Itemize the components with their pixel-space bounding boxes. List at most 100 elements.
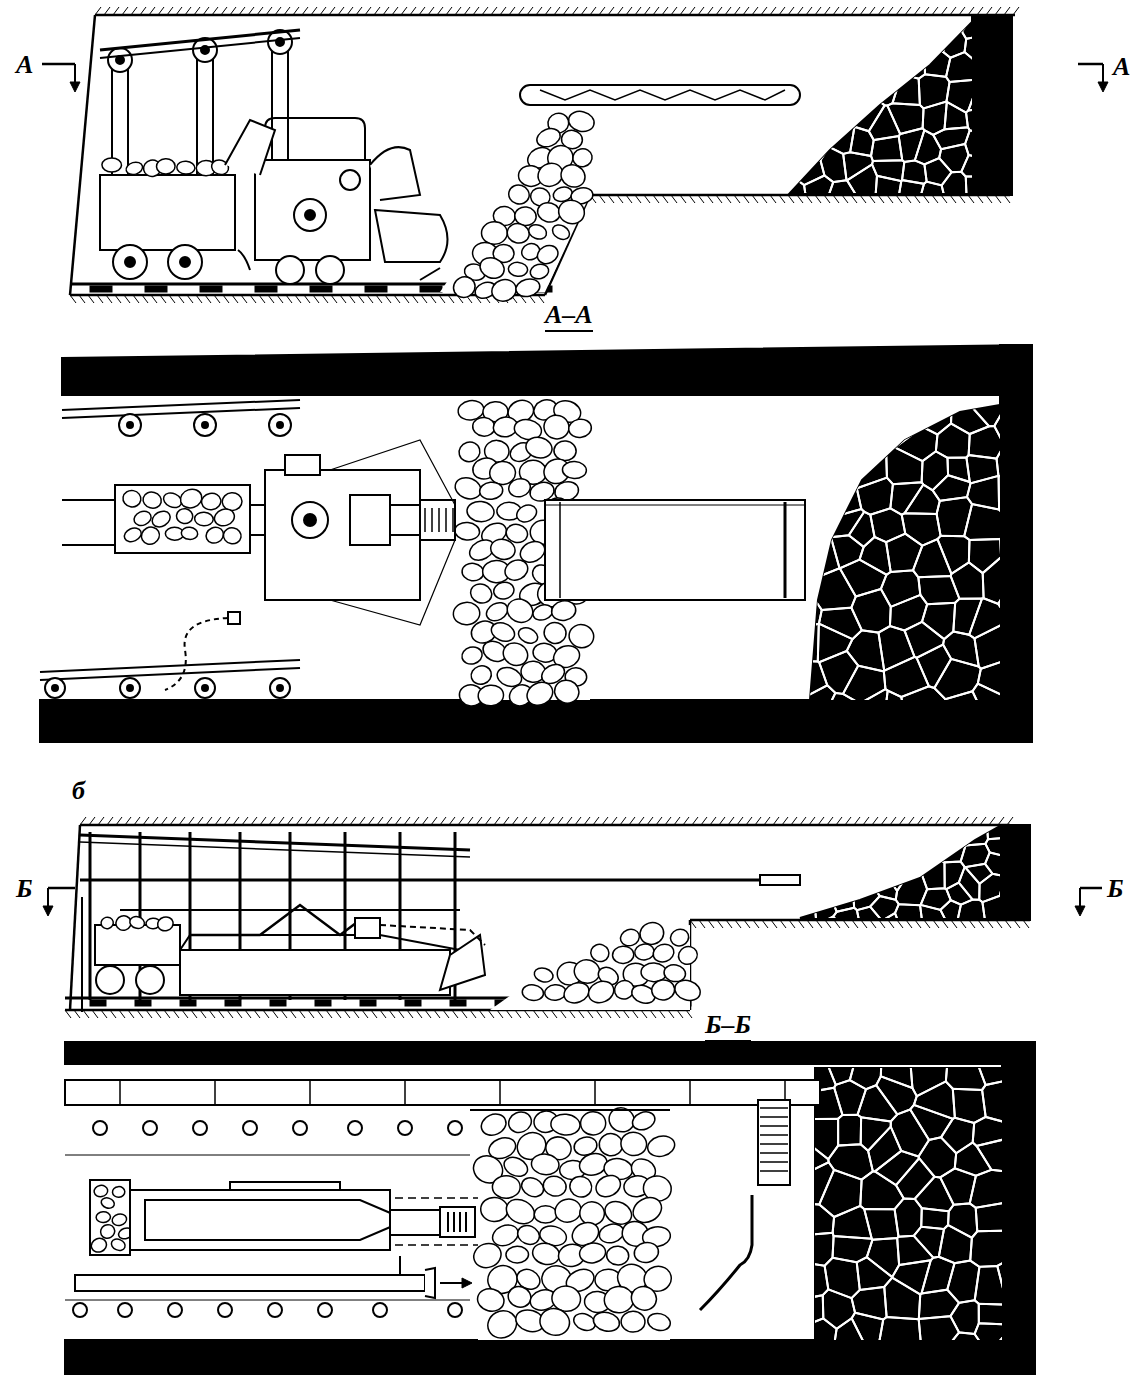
section-title: А–А — [545, 302, 593, 332]
rock-hatch — [1014, 920, 1020, 928]
lining — [65, 1080, 820, 1105]
rock-lump — [156, 915, 175, 932]
conveyor-plan — [559, 502, 561, 598]
rock-hatch — [644, 195, 650, 203]
rock-hatch — [98, 817, 104, 825]
rock-hatch — [746, 817, 752, 825]
rock-hatch — [376, 295, 382, 303]
rock-hatch — [942, 920, 948, 928]
rock-hatch — [728, 817, 734, 825]
rock-crack — [919, 1290, 959, 1319]
rock-crack — [833, 1206, 872, 1239]
rock-crack — [919, 1341, 932, 1345]
rock-hatch — [239, 7, 245, 15]
rock-crack — [884, 1278, 920, 1320]
rock-crack — [941, 1118, 974, 1154]
rock-hatch — [164, 1010, 170, 1018]
rock-crack — [874, 1342, 885, 1345]
rock-hatch — [978, 920, 984, 928]
wheel-symbol — [127, 685, 133, 691]
rock-crack — [876, 176, 902, 198]
rock-crack — [975, 1266, 1006, 1305]
rock-hatch — [737, 817, 743, 825]
rock-crack — [852, 413, 883, 450]
rock-hatch — [620, 817, 626, 825]
wheel-symbol — [119, 414, 141, 436]
rock-hatch — [869, 195, 875, 203]
rock-crack — [850, 127, 874, 156]
wheel-symbol — [276, 256, 304, 284]
rock-hatch — [403, 295, 409, 303]
rock-crack — [871, 136, 902, 161]
mine-car — [115, 485, 250, 553]
loader-bucket — [440, 1207, 475, 1237]
drill-boom — [80, 879, 800, 882]
rock-lump — [89, 1236, 108, 1254]
rock-hatch — [809, 817, 815, 825]
rock-hatch — [169, 295, 175, 303]
rock-hatch — [716, 195, 722, 203]
rock-hatch — [182, 1010, 188, 1018]
rock-hatch — [1004, 7, 1010, 15]
rock-lump — [598, 1132, 624, 1157]
hose — [700, 1195, 752, 1310]
rail — [62, 544, 120, 546]
rock-lump — [544, 984, 566, 1001]
sleeper — [145, 286, 167, 292]
rock-hatch — [304, 295, 310, 303]
rock-hatch — [335, 1010, 341, 1018]
rock-lump — [675, 943, 700, 967]
rock-crack — [785, 36, 809, 63]
bucket-teeth — [445, 508, 447, 532]
rock-hatch — [473, 7, 479, 15]
rock-hatch — [593, 817, 599, 825]
rock-hatch — [176, 7, 182, 15]
wheel-symbol — [277, 685, 283, 691]
rock-hatch — [861, 920, 867, 928]
rock-hatch — [935, 817, 941, 825]
wheel-symbol — [269, 414, 291, 436]
rock-crack — [927, 17, 950, 28]
rock-lump — [621, 1311, 646, 1333]
rock-lump — [646, 1311, 672, 1333]
rock-lump — [112, 1186, 125, 1197]
section-arrow — [47, 888, 49, 908]
rock-lump — [634, 943, 656, 962]
rock-hatch — [908, 817, 914, 825]
rock-crack — [1005, 1120, 1007, 1134]
rock-lump — [529, 262, 551, 280]
rock-lump — [100, 916, 115, 930]
wheel-symbol — [202, 685, 208, 691]
rail — [62, 499, 120, 501]
drill-frame — [758, 1100, 790, 1185]
rock-hatch — [476, 817, 482, 825]
rock-hatch — [515, 1010, 521, 1018]
rock-hatch — [752, 7, 758, 15]
rock-crack — [899, 50, 925, 79]
rock-hatch — [915, 920, 921, 928]
rock-hatch — [371, 1010, 377, 1018]
rock-crack — [1000, 534, 1005, 562]
rock-hatch — [789, 920, 795, 928]
rock-hatch — [428, 7, 434, 15]
rock-crack — [980, 1344, 982, 1346]
rock-hatch — [536, 7, 542, 15]
rock-hatch — [464, 7, 470, 15]
rock-hatch — [254, 1010, 260, 1018]
rock-crack — [972, 684, 1005, 705]
rock-hatch — [725, 7, 731, 15]
bucket-teeth — [438, 508, 440, 532]
rock-lump — [477, 254, 507, 282]
rock-hatch — [668, 1010, 674, 1018]
section-arrow — [1102, 64, 1104, 84]
wheel-symbol — [305, 210, 315, 220]
rock-crack — [942, 172, 967, 198]
rock-lump — [478, 1110, 509, 1138]
section-line — [48, 887, 75, 890]
rock-hatch — [65, 1010, 71, 1018]
rock-hatch — [485, 817, 491, 825]
rock-hatch — [430, 295, 436, 303]
wheel-symbol — [125, 257, 135, 267]
wheel-symbol — [448, 1303, 462, 1317]
rock-lump — [122, 525, 143, 544]
